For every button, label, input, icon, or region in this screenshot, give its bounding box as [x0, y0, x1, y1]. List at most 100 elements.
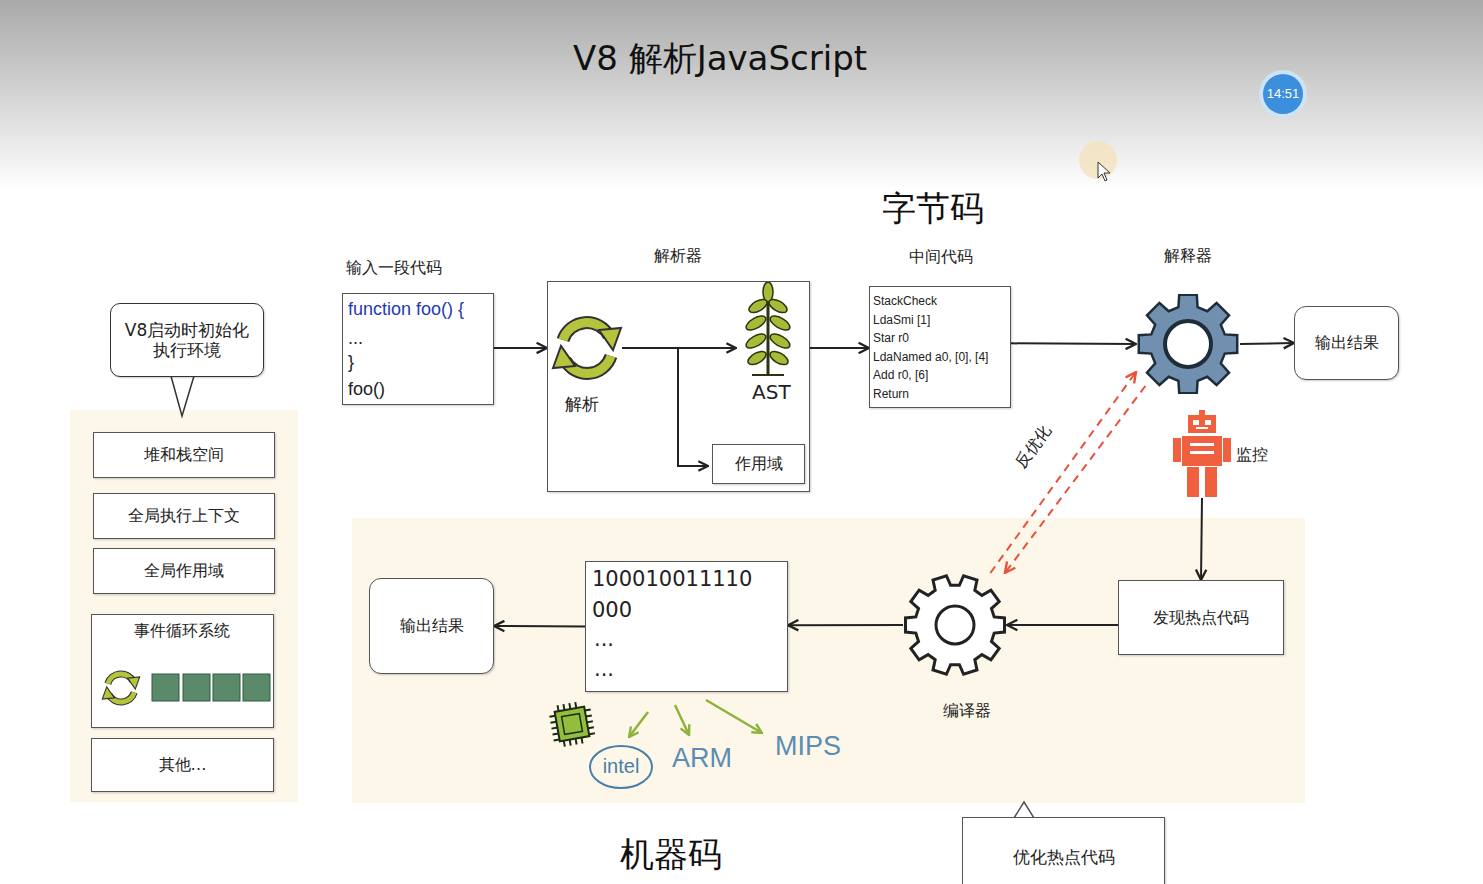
interpreter-gear: 解释器	[1136, 294, 1240, 394]
gear-hub	[936, 606, 974, 644]
task-queue	[152, 674, 270, 701]
optimize-callout: 优化热点代码	[962, 817, 1165, 884]
node-text: 其他…	[159, 755, 207, 774]
robot-part	[1205, 420, 1211, 425]
robot-part	[1190, 443, 1214, 446]
bytecode-line: StackCheck	[873, 294, 937, 308]
ast-tree	[746, 349, 768, 368]
bytecode-line: LdaSmi [1]	[873, 313, 930, 327]
cpu-brand: ARM	[672, 742, 732, 774]
header-band	[0, 0, 1483, 190]
other-box: 其他…	[91, 738, 274, 792]
task-queue	[243, 674, 270, 701]
robot-figure	[1172, 410, 1232, 498]
clock-badge	[1263, 74, 1303, 114]
target-arrows	[675, 705, 689, 735]
gear-outline	[903, 573, 1007, 677]
box-heading: 解析器	[654, 246, 702, 265]
robot-part	[1182, 436, 1222, 466]
robot-part	[1190, 451, 1214, 454]
flow-connector	[1240, 343, 1294, 344]
cpu-brand: intel	[603, 754, 640, 778]
ast-tree	[744, 313, 768, 333]
node-text: 输出结果	[1315, 333, 1379, 352]
cpu-chip	[562, 714, 583, 735]
robot-part	[1193, 420, 1199, 425]
ast-tree	[744, 282, 792, 375]
edge-label: 反优化	[1010, 419, 1056, 472]
compiler-gear: 编译器	[903, 573, 1007, 677]
parser-box: 解析器解析AST作用域	[547, 281, 810, 492]
bytecode-box: 中间代码StackCheckLdaSmi [1]Star r0LdaNamed …	[869, 286, 1011, 408]
deopt-connector	[1005, 386, 1145, 573]
cursor	[1079, 141, 1117, 181]
node-text: 堆和栈空间	[144, 445, 224, 464]
target-arrows	[629, 700, 762, 737]
flow-connector	[494, 625, 585, 628]
scope-box: 作用域	[712, 444, 805, 484]
robot-part	[1187, 467, 1199, 497]
robot-part	[1196, 427, 1208, 429]
hotspot-box: 发现热点代码	[1118, 580, 1284, 655]
clock-badge	[1259, 70, 1307, 118]
bytecode-line: Add r0, [6]	[873, 368, 928, 382]
bytecode-line: Return	[873, 387, 909, 401]
cpu-chip	[548, 700, 597, 749]
event-loop-icon	[102, 687, 114, 699]
page-title: V8 解析JavaScript	[573, 38, 867, 79]
intel-logo-ring	[590, 746, 652, 788]
target-arrows	[629, 712, 648, 737]
gear-label: 编译器	[943, 701, 991, 720]
node-text: 发现热点代码	[1153, 608, 1249, 627]
parse-icon	[599, 328, 621, 350]
machine-code-line: ...	[594, 627, 614, 652]
ast-tree	[768, 331, 792, 351]
node-text: 输出结果	[400, 616, 464, 635]
robot-part	[1223, 438, 1231, 462]
machine-code-line: 000	[592, 598, 632, 623]
cpu-chip	[548, 700, 597, 749]
monitor-robot: 监控	[1172, 410, 1232, 498]
robot-part	[1173, 438, 1181, 462]
optimizer-panel	[352, 518, 1305, 803]
gear-label: 解释器	[1164, 246, 1212, 265]
output-box: 输出结果	[1294, 306, 1399, 380]
code-line: ...	[348, 328, 363, 350]
parser-flow	[678, 348, 708, 466]
flow-connector	[1007, 624, 1118, 626]
bytecode-line: LdaNamed a0, [0], [4]	[873, 350, 988, 364]
node-text: 全局作用域	[144, 561, 224, 580]
node-text: 作用域	[735, 454, 783, 473]
node-text: V8启动时初始化执行环境	[121, 320, 253, 361]
machine-code-box: 100010011110 000......	[585, 561, 788, 692]
gear-body	[905, 576, 1004, 675]
machine-code-line: ...	[594, 657, 614, 682]
robot-part	[1205, 467, 1217, 497]
flow-connector	[810, 347, 869, 349]
speech-bubble: V8启动时初始化执行环境	[110, 303, 264, 377]
flow-connector	[788, 624, 903, 626]
deopt-connector	[990, 372, 1136, 573]
robot-label: 监控	[1236, 445, 1268, 464]
box-heading: 输入一段代码	[346, 258, 442, 277]
gear-hub	[1165, 321, 1211, 367]
ast-tree	[744, 331, 768, 351]
machine-code-line: 100010011110	[592, 567, 752, 592]
flow-connector	[1011, 342, 1136, 345]
bubble-tail	[171, 372, 194, 416]
node-text: 全局执行上下文	[128, 506, 240, 525]
ast-tree	[767, 297, 789, 316]
section-label: 机器码	[620, 834, 722, 875]
cpu-chip	[555, 707, 590, 742]
callout-pointer	[1014, 802, 1034, 818]
code-line: }	[348, 352, 354, 374]
clock-time: 14:51	[1267, 86, 1300, 102]
bytecode-line: Star r0	[873, 331, 909, 345]
clock-badge	[1259, 70, 1307, 118]
output-box: 输出结果	[369, 578, 494, 674]
parse-icon	[553, 346, 575, 368]
runtime-panel	[70, 410, 298, 802]
bubble-tail	[171, 376, 194, 416]
code-line: foo()	[348, 379, 385, 401]
